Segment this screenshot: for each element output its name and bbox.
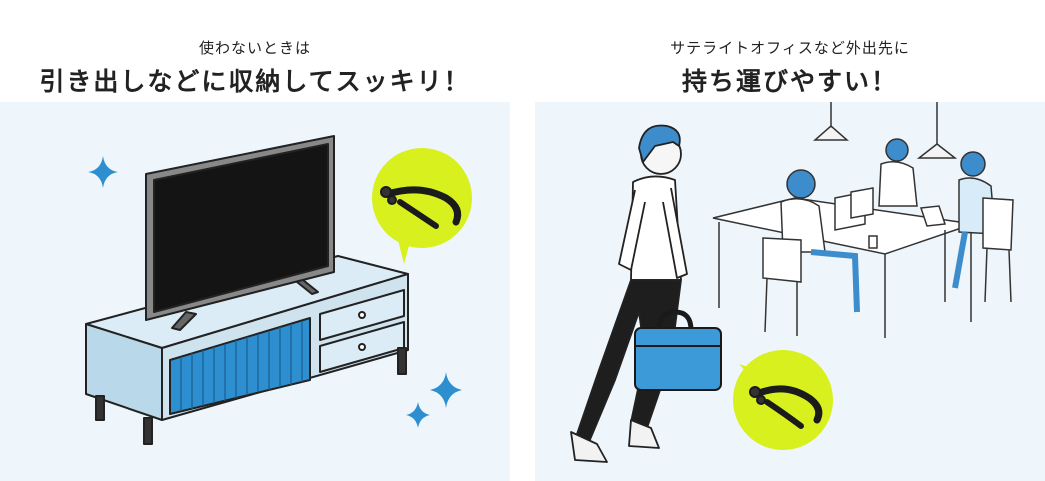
tv-storage-illustration [85, 135, 472, 445]
neckband-headphones-icon [380, 186, 462, 229]
left-subtitle: 使わないときは [198, 39, 311, 57]
office-commute-illustration [570, 102, 1014, 463]
laptop-bag-icon [634, 309, 722, 391]
tv-icon [145, 135, 335, 331]
coworker-icon [762, 138, 1014, 336]
sparkle-icon [88, 156, 462, 428]
neckband-headphones-bubble [372, 148, 472, 264]
right-illustration [535, 102, 1045, 481]
left-illustration [0, 102, 510, 481]
right-subtitle: サテライトオフィスなど外出先に [670, 39, 910, 57]
right-caption: サテライトオフィスなど外出先に 持ち運びやすい！ [535, 38, 1045, 100]
tv-stand-icon [85, 255, 409, 445]
left-caption: 使わないときは 引き出しなどに収納してスッキリ！ [0, 38, 510, 100]
neckband-headphones-icon [749, 385, 823, 429]
right-title: 持ち運びやすい！ [681, 67, 898, 96]
right-panel: サテライトオフィスなど外出先に 持ち運びやすい！ [535, 0, 1045, 481]
neckband-headphones-bubble [733, 350, 833, 450]
pendant-lamp-icon [813, 102, 958, 159]
left-panel: 使わないときは 引き出しなどに収納してスッキリ！ [0, 0, 510, 481]
left-title: 引き出しなどに収納してスッキリ！ [39, 67, 471, 96]
walking-man-icon [570, 124, 688, 463]
